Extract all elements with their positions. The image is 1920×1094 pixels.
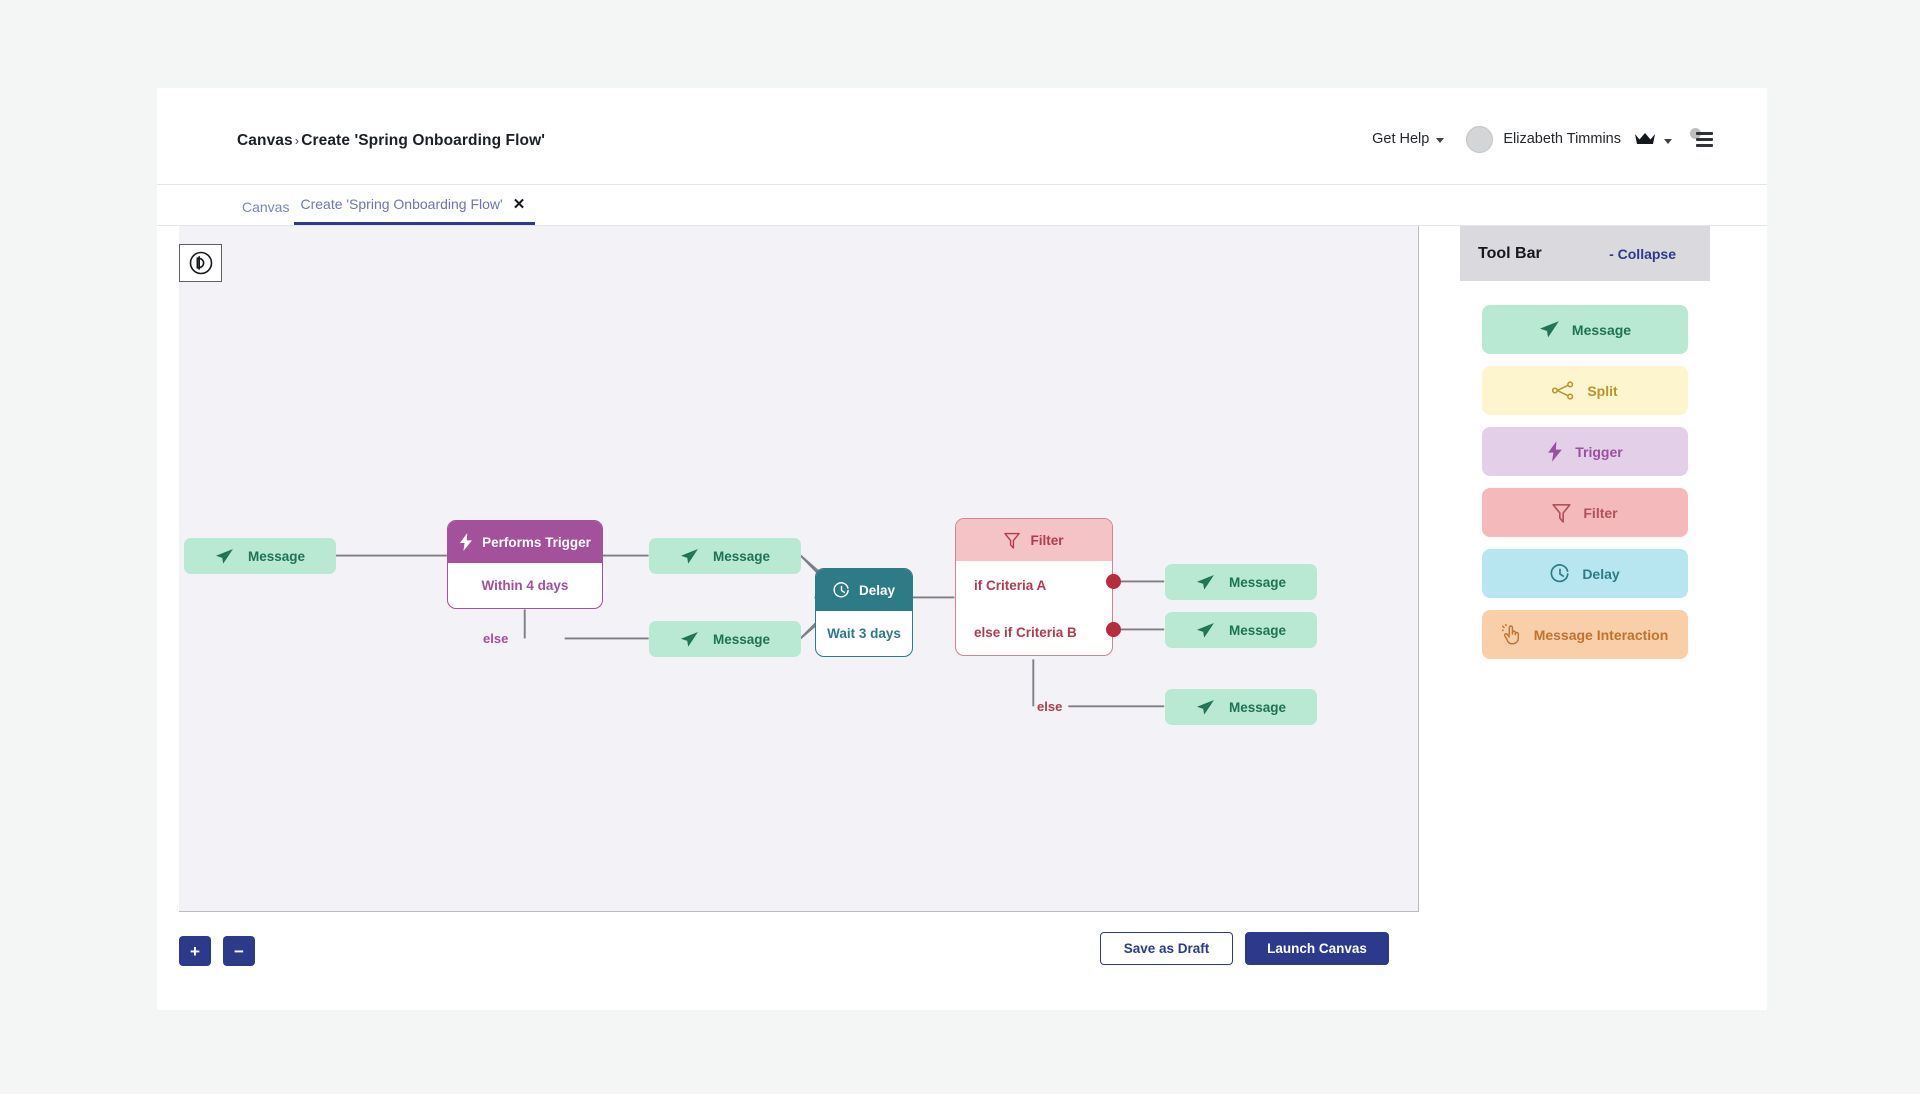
tool-item-delay[interactable]: Delay — [1482, 549, 1688, 598]
node-message-filter-else[interactable]: Message — [1165, 689, 1317, 725]
save-as-draft-button[interactable]: Save as Draft — [1100, 932, 1233, 965]
message-node[interactable]: Message — [649, 621, 801, 657]
message-node[interactable]: Message — [1165, 612, 1317, 648]
user-name-label: Elizabeth Timmins — [1503, 131, 1621, 147]
tab-canvas[interactable]: Canvas — [237, 199, 294, 225]
tool-item-message-interaction[interactable]: Message Interaction — [1482, 610, 1688, 659]
delay-node-title: Delay — [858, 582, 896, 598]
tool-item-label: Message — [1571, 321, 1632, 338]
lightning-bolt-icon — [1547, 441, 1563, 462]
breadcrumb-separator: › — [294, 133, 300, 148]
clock-icon — [833, 581, 850, 599]
tool-item-trigger[interactable]: Trigger — [1482, 427, 1688, 476]
tab-strip: Canvas Create 'Spring Onboarding Flow' ✕ — [157, 185, 1767, 226]
launch-canvas-button[interactable]: Launch Canvas — [1245, 932, 1389, 965]
account-chevron-down-icon[interactable] — [1664, 130, 1672, 148]
zoom-in-button[interactable]: + — [179, 936, 211, 966]
paper-plane-icon — [680, 548, 699, 565]
trigger-node-value[interactable]: Within 4 days — [481, 578, 569, 593]
node-delay[interactable]: Delay Wait 3 days — [815, 568, 913, 657]
collapse-toolbar-button[interactable]: - Collapse — [1609, 245, 1676, 262]
tool-item-message[interactable]: Message — [1482, 305, 1688, 354]
trigger-node-title: Performs Trigger — [482, 534, 591, 550]
funnel-icon — [1552, 503, 1572, 523]
node-message-else-branch[interactable]: Message — [649, 621, 801, 657]
braze-logo-icon — [179, 244, 222, 282]
application-window: Canvas›Create 'Spring Onboarding Flow' G… — [157, 88, 1767, 1010]
tab-create-flow-label: Create 'Spring Onboarding Flow' — [300, 196, 503, 212]
paper-plane-icon — [1539, 320, 1560, 339]
filter-output-port-b[interactable] — [1106, 622, 1121, 637]
message-node-label: Message — [712, 631, 771, 647]
node-message-start[interactable]: Message — [184, 538, 336, 574]
chevron-down-icon — [1436, 137, 1445, 143]
tool-bar-panel: Tool Bar - Collapse Message — [1460, 226, 1710, 998]
filter-node-header: Filter — [956, 519, 1112, 561]
footer-actions: Save as Draft Launch Canvas — [1100, 932, 1389, 965]
node-message-criteria-b[interactable]: Message — [1165, 612, 1317, 648]
split-nodes-icon — [1552, 381, 1575, 400]
paper-plane-icon — [1196, 622, 1215, 639]
clock-icon — [1550, 563, 1570, 584]
tool-item-label: Split — [1587, 382, 1618, 399]
filter-criteria-row[interactable]: else if Criteria B — [956, 609, 1112, 655]
tab-create-flow[interactable]: Create 'Spring Onboarding Flow' ✕ — [294, 195, 536, 225]
zoom-controls: + − — [179, 936, 255, 966]
message-node-label: Message — [1228, 622, 1287, 638]
message-node-label: Message — [712, 548, 771, 564]
else-label-filter: else — [1037, 699, 1063, 714]
paper-plane-icon — [1196, 699, 1215, 716]
paper-plane-icon — [1196, 574, 1215, 591]
message-node-label: Message — [247, 548, 306, 564]
paper-plane-icon — [215, 548, 234, 565]
tap-hand-icon — [1501, 624, 1522, 645]
delay-node-header: Delay — [816, 569, 912, 611]
tool-bar-header: Tool Bar - Collapse — [1460, 226, 1710, 281]
else-label-trigger: else — [483, 631, 509, 646]
filter-output-port-a[interactable] — [1106, 574, 1121, 589]
hamburger-menu-icon[interactable] — [1689, 128, 1713, 150]
lightning-bolt-icon — [459, 533, 473, 551]
node-filter[interactable]: Filter if Criteria A else if Criteria B — [955, 518, 1121, 656]
top-header: Canvas›Create 'Spring Onboarding Flow' G… — [157, 88, 1767, 185]
avatar[interactable] — [1466, 125, 1494, 153]
node-message-criteria-a[interactable]: Message — [1165, 564, 1317, 600]
node-message-top[interactable]: Message — [649, 538, 801, 574]
trigger-node-header: Performs Trigger — [448, 521, 602, 563]
breadcrumb-current: Create 'Spring Onboarding Flow' — [301, 132, 546, 149]
tab-canvas-label: Canvas — [242, 199, 290, 215]
message-node[interactable]: Message — [1165, 564, 1317, 600]
filter-node-title: Filter — [1030, 532, 1064, 548]
canvas-region: Message Performs Trigger Within 4 days — [157, 226, 1419, 998]
zoom-out-button[interactable]: − — [223, 936, 255, 966]
tool-item-label: Message Interaction — [1533, 626, 1669, 643]
paper-plane-icon — [680, 631, 699, 648]
breadcrumb: Canvas›Create 'Spring Onboarding Flow' — [237, 132, 545, 150]
funnel-icon — [1004, 532, 1021, 549]
tool-item-label: Filter — [1583, 504, 1618, 521]
filter-criteria-label: else if Criteria B — [974, 624, 1077, 640]
tool-bar-list: Message Split — [1460, 281, 1710, 659]
tool-item-split[interactable]: Split — [1482, 366, 1688, 415]
delay-node-value[interactable]: Wait 3 days — [827, 626, 901, 641]
message-node-label: Message — [1228, 699, 1287, 715]
message-node[interactable]: Message — [184, 538, 336, 574]
tool-bar-title: Tool Bar — [1478, 244, 1542, 262]
header-right-cluster: Get Help Elizabeth Timmins — [1372, 124, 1713, 154]
get-help-label: Get Help — [1372, 131, 1430, 147]
breadcrumb-root[interactable]: Canvas — [237, 132, 293, 149]
message-node[interactable]: Message — [649, 538, 801, 574]
filter-criteria-row[interactable]: if Criteria A — [956, 561, 1112, 609]
crown-icon — [1634, 132, 1656, 146]
tool-item-filter[interactable]: Filter — [1482, 488, 1688, 537]
message-node[interactable]: Message — [1165, 689, 1317, 725]
get-help-menu[interactable]: Get Help — [1372, 131, 1445, 147]
filter-criteria-label: if Criteria A — [974, 577, 1047, 593]
tool-item-label: Trigger — [1575, 443, 1623, 460]
message-node-label: Message — [1228, 574, 1287, 590]
node-performs-trigger[interactable]: Performs Trigger Within 4 days — [447, 520, 603, 609]
close-icon[interactable]: ✕ — [512, 195, 526, 213]
flow-canvas[interactable]: Message Performs Trigger Within 4 days — [179, 226, 1419, 912]
tool-item-label: Delay — [1582, 565, 1620, 582]
